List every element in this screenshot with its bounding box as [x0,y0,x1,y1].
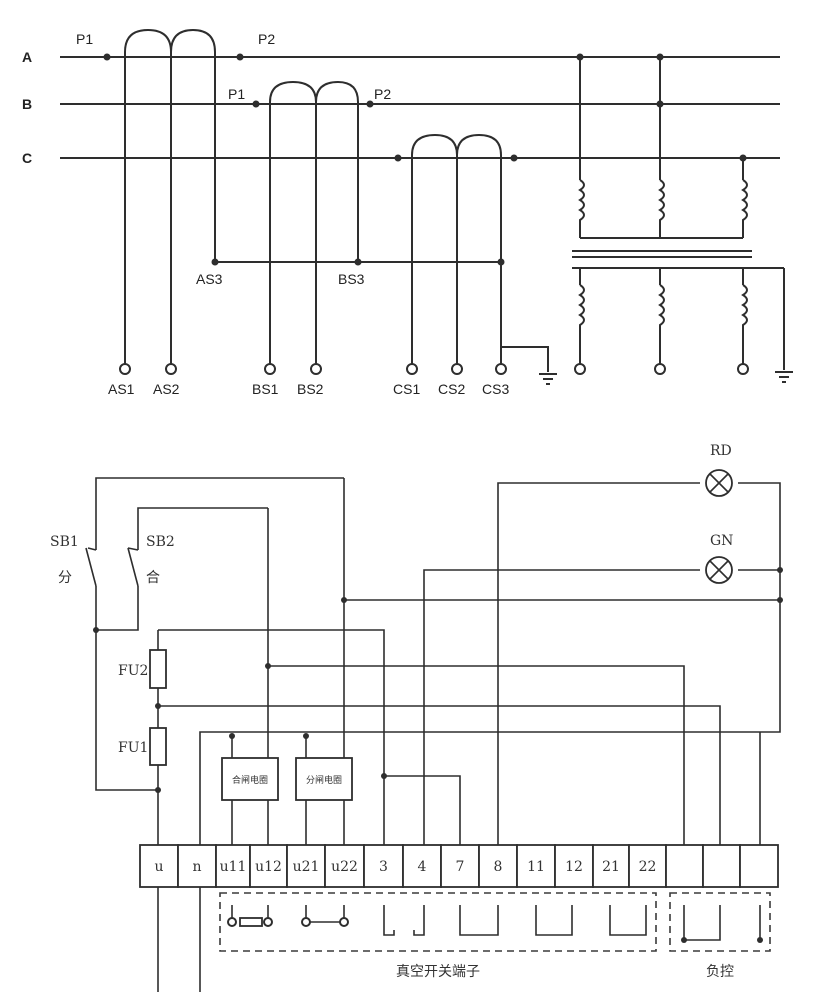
terminal-cell-label: 8 [494,859,503,875]
sb1-cn-label: 分 [58,570,72,586]
ct-c [394,133,518,365]
terminal-cell-label: u21 [293,859,320,875]
ct-neutral-wire [211,258,557,385]
phase-b-label: B [22,96,32,112]
vacuum-terminal-group-label: 真空开关端子 [396,964,480,980]
terminal-as2-label: AS2 [153,381,180,397]
terminal-cell [177,844,217,888]
lamp-rd-icon [705,469,733,497]
ct-b-p1-label: P1 [228,86,245,102]
ct-a-p2-label: P2 [258,31,275,47]
load-control-group [669,892,771,952]
terminal-cell [249,844,288,888]
terminal-cell-label: 11 [527,859,545,875]
bs3-label: BS3 [338,271,365,287]
terminal-cell-label: u11 [220,859,247,875]
fu2-label: FU2 [118,663,148,679]
terminal-cs2-label: CS2 [438,381,465,397]
open-coil-label: 分闸电圈 [306,774,342,786]
open-coil-box [295,757,353,801]
gn-label: GN [710,533,733,549]
terminal-cell [628,844,667,888]
terminal-cell [665,844,704,888]
terminal-cell-label: 7 [456,859,465,875]
close-coil-label: 合闸电圈 [232,774,268,786]
terminal-cell-label: 3 [379,859,388,875]
terminal-strip: u n u11 u12 u21 u22 3 4 7 8 11 12 21 22 [139,844,779,888]
terminal-cs1-label: CS1 [393,381,420,397]
ct-b [252,80,374,365]
fu1-label: FU1 [118,740,148,756]
fuse-fu1 [149,727,167,766]
as3-label: AS3 [196,271,223,287]
ct-b-p2-label: P2 [374,86,391,102]
terminal-cell [739,844,779,888]
terminal-cell [702,844,741,888]
ct-a [103,28,244,365]
lamp-gn-icon [705,556,733,584]
phase-a-label: A [22,49,32,65]
terminal-cell-label: 4 [418,859,427,875]
vacuum-terminal-group [219,892,657,952]
terminal-cell-label: 22 [639,859,657,875]
terminal-cell-label: 12 [565,859,583,875]
terminal-cell [324,844,365,888]
terminal-cell [554,844,594,888]
fuse-fu2 [149,649,167,689]
terminal-cell [516,844,556,888]
phase-c-label: C [22,150,32,166]
terminal-bs2-label: BS2 [297,381,324,397]
terminal-jumpers [227,905,763,943]
ct-a-p1-label: P1 [76,31,93,47]
phase-bus-lines [60,56,780,159]
voltage-transformer [572,53,793,383]
terminal-cell [478,844,518,888]
close-coil-box [221,757,279,801]
terminal-cell-label: u12 [255,859,282,875]
terminal-cell-label: u [154,859,163,875]
terminal-cs3-label: CS3 [482,381,509,397]
control-wiring [85,477,783,992]
sb2-cn-label: 合 [146,570,160,586]
terminal-cell-label: u22 [331,859,358,875]
rd-label: RD [710,443,732,459]
load-control-group-label: 负控 [706,964,734,980]
terminal-cell [286,844,326,888]
ct-terminals [119,363,507,375]
terminal-cell [402,844,442,888]
terminal-cell-label: n [192,859,201,875]
sb2-label: SB2 [146,534,175,550]
terminal-as1-label: AS1 [108,381,135,397]
terminal-bs1-label: BS1 [252,381,279,397]
terminal-cell [215,844,251,888]
sb1-label: SB1 [50,534,79,550]
terminal-cell-label: 21 [602,859,620,875]
